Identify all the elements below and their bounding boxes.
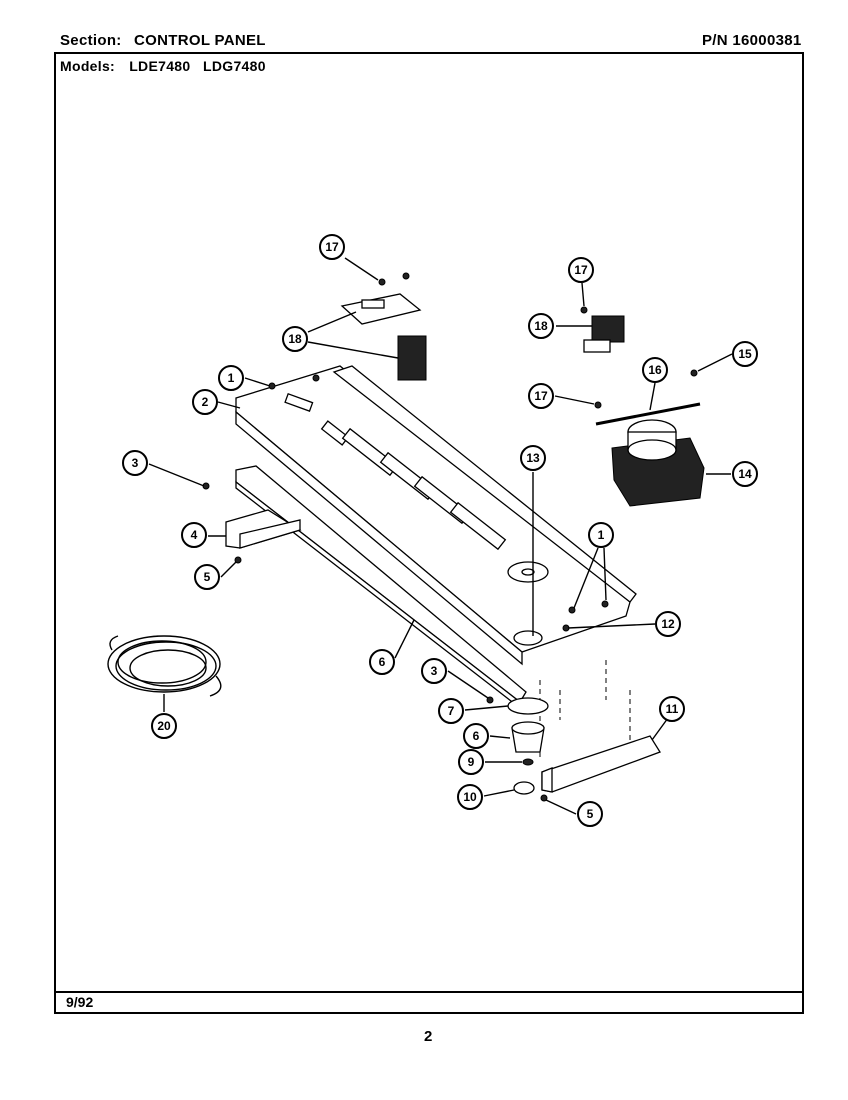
callout-9: 9: [458, 749, 484, 775]
callout-label: 12: [661, 617, 675, 631]
callout-label: 17: [574, 263, 588, 277]
section-value: CONTROL PANEL: [134, 32, 266, 49]
callout-label: 6: [379, 655, 386, 669]
callout-label: 11: [666, 702, 679, 716]
leader-lines: [148, 257, 733, 815]
callout-label: 2: [202, 395, 209, 409]
callout-1a: 1: [218, 365, 244, 391]
callout-label: 6: [473, 729, 480, 743]
callout-14: 14: [732, 461, 758, 487]
callout-11: 11: [659, 696, 685, 722]
callout-12: 12: [655, 611, 681, 637]
callout-4: 4: [181, 522, 207, 548]
models-label: Models:: [60, 58, 115, 74]
callout-label: 5: [587, 807, 594, 821]
callout-label: 3: [132, 456, 139, 470]
callout-label: 14: [738, 467, 752, 481]
callout-18b: 18: [528, 313, 554, 339]
callout-label: 13: [526, 451, 540, 465]
callout-label: 7: [448, 704, 455, 718]
callout-18a: 18: [282, 326, 308, 352]
section-label: Section:: [60, 32, 122, 49]
trim-strip-part: [235, 465, 527, 710]
callout-label: 1: [598, 528, 605, 542]
callout-label: 10: [463, 790, 477, 804]
callout-13: 13: [520, 445, 546, 471]
callout-6b: 6: [463, 723, 489, 749]
callout-2: 2: [192, 389, 218, 415]
callout-label: 15: [738, 347, 752, 361]
callout-5b: 5: [577, 801, 603, 827]
screws: [202, 272, 698, 802]
callout-5a: 5: [194, 564, 220, 590]
section-heading: Section: CONTROL PANEL: [60, 32, 266, 49]
callout-10: 10: [457, 784, 483, 810]
switch-part: [583, 315, 625, 353]
callout-3b: 3: [421, 658, 447, 684]
left-bracket-part: [225, 509, 302, 549]
callout-label: 17: [534, 389, 548, 403]
switch-bracket-part: [340, 293, 427, 381]
callout-label: 16: [648, 363, 662, 377]
wire-harness-part: [107, 635, 222, 697]
end-bracket-part: [541, 735, 661, 793]
callout-label: 9: [468, 755, 475, 769]
diagram-frame: [54, 52, 804, 1014]
knob-part: [507, 697, 549, 795]
models-value: LDE7480 LDG7480: [129, 58, 266, 74]
callout-17c: 17: [528, 383, 554, 409]
callout-6a: 6: [369, 649, 395, 675]
callout-7: 7: [438, 698, 464, 724]
callout-label: 4: [191, 528, 198, 542]
models-heading: Models: LDE7480 LDG7480: [60, 58, 266, 74]
callout-3a: 3: [122, 450, 148, 476]
callout-16: 16: [642, 357, 668, 383]
part-number: P/N 16000381: [702, 32, 802, 49]
callout-label: 3: [431, 664, 438, 678]
callout-17b: 17: [568, 257, 594, 283]
page-number: 2: [424, 1028, 433, 1045]
callout-label: 1: [228, 371, 235, 385]
callout-label: 17: [325, 240, 339, 254]
timer-part: [611, 419, 705, 507]
callout-20: 20: [151, 713, 177, 739]
callout-1b: 1: [588, 522, 614, 548]
callout-label: 18: [534, 319, 548, 333]
callout-15: 15: [732, 341, 758, 367]
callout-label: 20: [157, 719, 171, 733]
callout-label: 18: [288, 332, 302, 346]
footer-divider: [54, 991, 804, 993]
revision-date: 9/92: [66, 994, 94, 1010]
control-panel-part: [235, 365, 637, 666]
callout-17a: 17: [319, 234, 345, 260]
callout-label: 5: [204, 570, 211, 584]
